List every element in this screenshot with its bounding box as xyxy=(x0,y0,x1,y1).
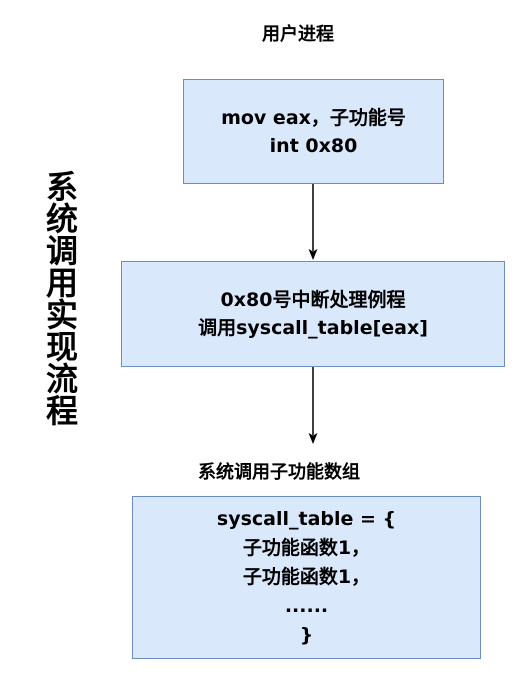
user-process-box: mov eax，子功能号 int 0x80 xyxy=(183,79,444,184)
table-box-line-2: 子功能函数1， xyxy=(242,537,371,559)
interrupt-box-line-2: 调用syscall_table[eax] xyxy=(198,317,428,339)
user-process-label: 用户进程 xyxy=(262,24,334,45)
table-box-line-5: } xyxy=(299,624,314,646)
user-box-line-1: mov eax，子功能号 xyxy=(221,106,406,129)
table-box-line-4: ...... xyxy=(284,595,329,617)
interrupt-box-line-1: 0x80号中断处理例程 xyxy=(220,289,406,311)
arrow-user-to-interrupt xyxy=(308,184,318,260)
syscall-table-box: syscall_table = { 子功能函数1， 子功能函数1， ......… xyxy=(132,496,481,659)
table-box-line-3: 子功能函数1， xyxy=(242,566,371,588)
interrupt-handler-box: 0x80号中断处理例程 调用syscall_table[eax] xyxy=(121,261,505,367)
syscall-array-label: 系统调用子功能数组 xyxy=(198,462,360,483)
side-title: 系统调用实现流程 xyxy=(41,170,79,426)
table-box-line-1: syscall_table = { xyxy=(216,508,397,530)
arrow-interrupt-to-table xyxy=(308,367,318,444)
user-box-line-2: int 0x80 xyxy=(269,134,358,157)
